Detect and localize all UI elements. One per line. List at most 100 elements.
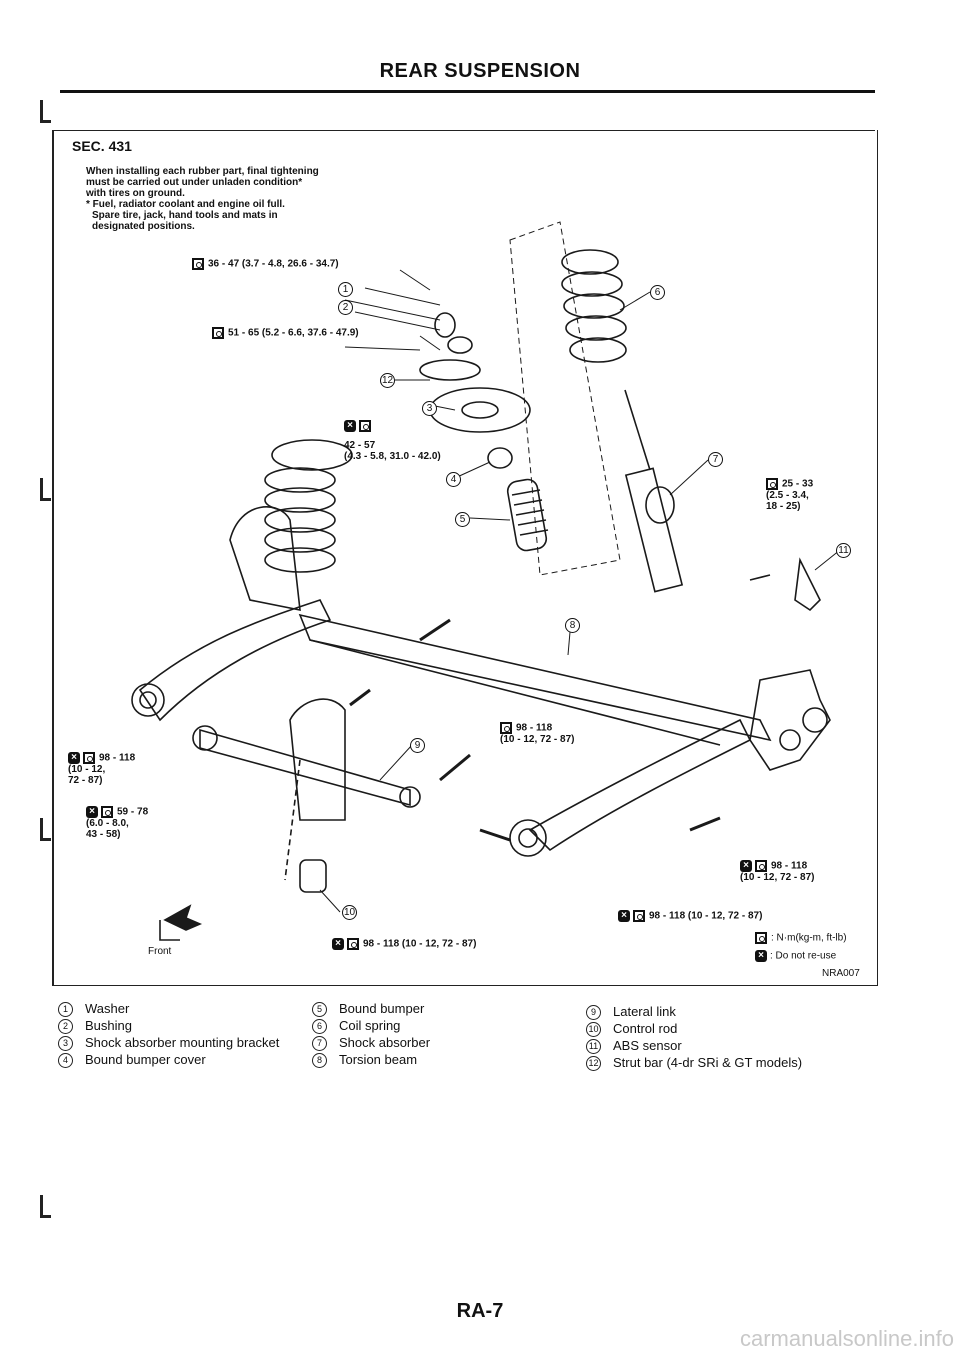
no-reuse-icon: × [740, 860, 752, 872]
legend-no-reuse-text: : Do not re-use [770, 950, 837, 962]
part-number: 5 [312, 1002, 327, 1017]
no-reuse-icon: × [755, 950, 767, 962]
torque-icon [83, 752, 95, 764]
callout-11: 11 [836, 543, 851, 558]
torque-icon [766, 478, 778, 490]
binding-mark [40, 478, 51, 501]
torque-value: 98 - 118 (10 - 12, 72 - 87) [500, 722, 575, 745]
list-item: 3 Shock absorber mounting bracket [58, 1034, 279, 1051]
installation-notes: When installing each rubber part, final … [86, 166, 319, 232]
callout-5: 5 [455, 512, 470, 527]
torque-label: 36 - 47 (3.7 - 4.8, 26.6 - 34.7) [192, 258, 339, 270]
note-line: When installing each rubber part, final … [86, 166, 319, 177]
legend-torque: : N·m(kg-m, ft-lb) [755, 932, 847, 944]
callout-12: 12 [380, 373, 395, 388]
list-item: 12 Strut bar (4-dr SRi & GT models) [586, 1054, 802, 1071]
torque-value: 98 - 118 (10 - 12, 72 - 87) [740, 860, 815, 883]
callout-10: 10 [342, 905, 357, 920]
part-name: Shock absorber [339, 1035, 431, 1050]
coil-spring-drawing [561, 249, 627, 363]
part-number: 7 [312, 1036, 327, 1051]
part-name: Torsion beam [339, 1052, 418, 1067]
page-number: RA-7 [456, 1300, 504, 1322]
part-name: Strut bar (4-dr SRi & GT models) [613, 1055, 803, 1070]
callout-6: 6 [650, 285, 665, 300]
torque-value: 42 - 57 (4.3 - 5.8, 31.0 - 42.0) [344, 440, 441, 462]
no-reuse-icon: × [344, 420, 356, 432]
list-item: 1 Washer [58, 1000, 279, 1017]
torque-label: ×98 - 118 (10 - 12, 72 - 87) [740, 860, 814, 883]
callout-4: 4 [446, 472, 461, 487]
torque-label: × 98 - 118 (10 - 12, 72 - 87) [332, 938, 476, 950]
callout-2: 2 [338, 300, 353, 315]
torque-icon [101, 806, 113, 818]
torque-value: 36 - 47 (3.7 - 4.8, 26.6 - 34.7) [208, 258, 339, 270]
part-name: Control rod [613, 1021, 678, 1036]
front-label: Front [148, 946, 172, 957]
torque-label: ×59 - 78 (6.0 - 8.0, 43 - 58) [86, 806, 148, 840]
part-name: Washer [85, 1001, 130, 1016]
torque-value: 98 - 118 (10 - 12, 72 - 87) [363, 938, 477, 950]
torque-icon [212, 327, 224, 339]
figure-top-rule [52, 130, 875, 131]
torque-label: 51 - 65 (5.2 - 6.6, 37.6 - 47.9) [212, 327, 359, 339]
torque-icon [359, 420, 371, 432]
torque-value: 51 - 65 (5.2 - 6.6, 37.6 - 47.9) [228, 327, 359, 339]
torque-label: × [344, 420, 375, 432]
part-name: Bound bumper [339, 1001, 425, 1016]
callout-9: 9 [410, 738, 425, 753]
torque-value: 98 - 118 (10 - 12, 72 - 87) [649, 910, 763, 922]
part-number: 2 [58, 1019, 73, 1034]
torque-icon [347, 938, 359, 950]
torque-value: 59 - 78 (6.0 - 8.0, 43 - 58) [86, 806, 149, 840]
note-line: must be carried out under unladen condit… [86, 177, 303, 188]
binding-mark [40, 818, 51, 841]
torque-icon [755, 860, 767, 872]
no-reuse-icon: × [86, 806, 98, 818]
part-number: 1 [58, 1002, 73, 1017]
note-line: Spare tire, jack, hand tools and mats in [92, 210, 278, 221]
watermark: carmanualsonline.info [739, 1326, 954, 1351]
part-number: 4 [58, 1053, 73, 1068]
torque-icon [755, 932, 767, 944]
binding-mark [40, 1195, 51, 1218]
torque-icon [500, 722, 512, 734]
callout-8: 8 [565, 618, 580, 633]
torque-icon [633, 910, 645, 922]
part-name: Shock absorber mounting bracket [85, 1035, 280, 1050]
part-name: ABS sensor [613, 1038, 682, 1053]
torque-icon [192, 258, 204, 270]
note-line: with tires on ground. [86, 188, 185, 199]
callout-7: 7 [708, 452, 723, 467]
part-name: Lateral link [613, 1004, 676, 1019]
assembled-strut-drawing [229, 439, 353, 611]
note-line: designated positions. [92, 221, 195, 232]
part-number: 6 [312, 1019, 327, 1034]
part-number: 9 [586, 1005, 601, 1020]
figure-frame [52, 130, 878, 986]
part-number: 8 [312, 1053, 327, 1068]
legend-no-reuse: ×: Do not re-use [755, 950, 836, 962]
binding-mark [40, 100, 51, 123]
part-number: 3 [58, 1036, 73, 1051]
callout-3: 3 [422, 401, 437, 416]
torque-label: 98 - 118 (10 - 12, 72 - 87) [500, 722, 574, 745]
figure-code: NRA007 [822, 968, 860, 979]
part-number: 12 [586, 1056, 601, 1071]
title-rule [60, 90, 875, 93]
no-reuse-icon: × [332, 938, 344, 950]
list-item: 9 Lateral link [586, 1003, 802, 1020]
callout-1: 1 [338, 282, 353, 297]
legend-torque-text: : N·m(kg-m, ft-lb) [771, 932, 847, 944]
no-reuse-icon: × [618, 910, 630, 922]
torque-value: 98 - 118 (10 - 12, 72 - 87) [68, 752, 136, 786]
note-line: * Fuel, radiator coolant and engine oil … [86, 199, 285, 210]
